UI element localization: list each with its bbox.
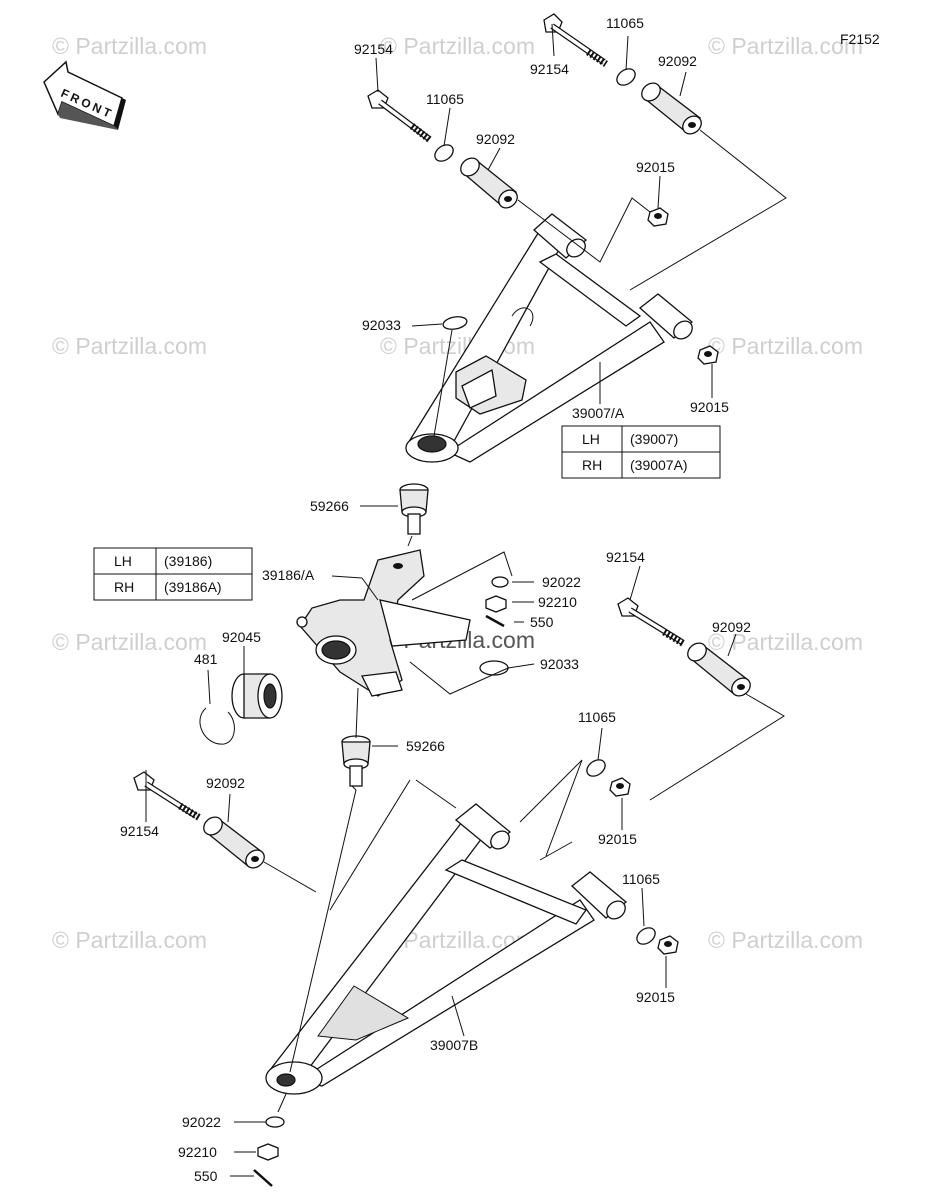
watermark: © Partzilla.com [52, 927, 207, 953]
table-upper-lh-part: (39007) [630, 431, 678, 447]
washer-92022-mid [491, 576, 509, 588]
washer-11065-lower-mid [586, 759, 606, 777]
nut-92015-upper-b [697, 345, 719, 365]
label-92210: 92210 [538, 594, 577, 610]
table-knuckle-lh-part: (39186) [164, 553, 212, 569]
watermark: © Partzilla.com [380, 33, 535, 59]
table-upper-rh: RH [582, 457, 602, 473]
knuckle-39186 [296, 549, 471, 697]
table-upper-rh-part: (39007A) [630, 457, 688, 473]
label-92033: 92033 [540, 656, 579, 672]
label-59266: 59266 [406, 738, 445, 754]
table-knuckle-rh-part: (39186A) [164, 579, 222, 595]
washer-11065-lower-right [636, 927, 656, 945]
washer-11065-upper-right [616, 68, 636, 86]
lower-a-arm-39007b [265, 803, 628, 1095]
label-11065: 11065 [606, 15, 644, 31]
label-92154: 92154 [530, 61, 569, 77]
label-92092: 92092 [476, 131, 515, 147]
label-92092: 92092 [206, 775, 245, 791]
table-upper-arm: LH (39007) RH (39007A) [561, 425, 721, 479]
part-labels: 92154 11065 92154 11065 92092 92092 9201… [120, 15, 751, 1184]
ball-joint-59266-lower [341, 735, 371, 787]
washer-92022-bottom [265, 1116, 285, 1128]
watermarks: © Partzilla.com © Partzilla.com © Partzi… [52, 33, 863, 953]
watermark: © Partzilla.com [52, 33, 207, 59]
label-92154: 92154 [120, 823, 159, 839]
label-92045: 92045 [222, 629, 261, 645]
label-92015: 92015 [636, 989, 675, 1005]
label-11065: 11065 [426, 91, 464, 107]
label-92092: 92092 [658, 53, 697, 69]
bushing-92092-upper-right [641, 82, 702, 135]
label-550: 550 [194, 1168, 218, 1184]
bushing-92092-lower-left [203, 816, 265, 869]
watermark: © Partzilla.com [708, 33, 863, 59]
bushing-92092-mid-right [687, 642, 751, 697]
bolt-92154-lower-left [133, 771, 202, 822]
nut-92015-lower-mid [609, 777, 631, 797]
label-39007a: 39007/A [572, 405, 625, 421]
front-arrow-icon: FRONT [43, 60, 126, 130]
leader-lines [145, 23, 787, 1177]
watermark: © Partzilla.com [708, 333, 863, 359]
watermark: © Partzilla.com [52, 333, 207, 359]
label-39186a: 39186/A [262, 567, 315, 583]
bolt-92154-mid-right [617, 597, 686, 648]
label-92210: 92210 [178, 1144, 217, 1160]
label-92022: 92022 [542, 574, 581, 590]
nut-92210-mid [485, 595, 507, 613]
circlip-481 [199, 707, 235, 745]
label-92154: 92154 [354, 41, 393, 57]
pin-550-mid [485, 614, 505, 628]
figure-id: F2152 [840, 31, 880, 47]
watermark: © Partzilla.com [708, 927, 863, 953]
label-481: 481 [194, 651, 218, 667]
label-550: 550 [530, 614, 554, 630]
watermark: © Partzilla.com [52, 629, 207, 655]
bolt-92154-upper-left [367, 89, 433, 143]
watermark: © Partzilla.com [708, 629, 863, 655]
label-92022: 92022 [182, 1114, 221, 1130]
table-upper-lh: LH [582, 431, 600, 447]
label-92015: 92015 [598, 831, 637, 847]
table-knuckle: LH (39186) RH (39186A) [93, 547, 253, 601]
label-92015: 92015 [690, 399, 729, 415]
label-39007b: 39007B [430, 1037, 478, 1053]
label-11065: 11065 [622, 871, 660, 887]
ball-joint-59266-upper [399, 483, 429, 535]
table-knuckle-lh: LH [114, 553, 132, 569]
label-92154: 92154 [606, 549, 645, 565]
bushing-92092-upper-left [460, 157, 518, 209]
table-knuckle-rh: RH [114, 579, 134, 595]
label-92033: 92033 [362, 317, 401, 333]
upper-a-arm-39007 [405, 213, 693, 463]
label-11065: 11065 [578, 709, 616, 725]
ring-92033-upper [442, 316, 468, 330]
ring-92033-mid [479, 660, 509, 676]
label-59266: 59266 [310, 498, 349, 514]
nut-92015-lower-right [657, 935, 679, 955]
label-92015: 92015 [636, 159, 675, 175]
bolt-92154-upper-right [543, 13, 608, 67]
pin-550-bottom [253, 1169, 273, 1187]
nut-92210-bottom [257, 1143, 279, 1161]
label-92092: 92092 [712, 619, 751, 635]
washer-11065-upper-left [434, 144, 454, 162]
bearing-92045 [231, 673, 283, 719]
nut-92015-upper-a [647, 207, 669, 227]
